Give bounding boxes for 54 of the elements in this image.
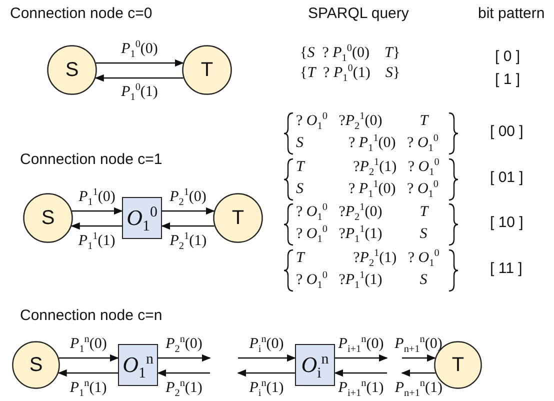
- arrow: [162, 207, 215, 215]
- edge-label: P$_{1}$$^{1}$(0): [78, 188, 116, 206]
- circle-node: S: [47, 45, 97, 95]
- bit-pattern-label: [ 10 ]: [490, 215, 524, 232]
- arrow: [335, 354, 388, 362]
- query-row: {S ? P$_{1}$$^{0}$(0) T}: [300, 45, 400, 62]
- arrow: [402, 354, 436, 362]
- heading: Connection node c=1: [20, 152, 162, 168]
- arrow: [157, 369, 210, 377]
- query-row: {T ? P$_{1}$$^{0}$(1) S}: [300, 65, 400, 82]
- edge-label: P$_{2}$$^{1}$(1): [170, 232, 207, 250]
- arrow: [70, 222, 122, 230]
- bit-pattern-label: [ 00 ]: [490, 124, 524, 140]
- edge-label: P$_{1}$$^{n}$(1): [70, 380, 107, 396]
- edge-label: P$_{i}$$^{n}$(1): [249, 380, 284, 396]
- edge-label: P$_{2}$$^{n}$(0): [166, 336, 202, 352]
- edge-label: P$_{2}$$^{n}$(1): [166, 380, 202, 396]
- edge-label: P$_{1}$$^{0}$(1): [121, 84, 158, 100]
- edge-label: P$_{1}$$^{1}$(1): [78, 232, 116, 250]
- arrow: [96, 59, 184, 67]
- bit-pattern-label: [ 11 ]: [490, 261, 522, 278]
- edge-label: P$_{n+1}$$^{n}$(1): [394, 380, 443, 396]
- arrow: [72, 207, 123, 215]
- heading: SPARQL query: [308, 6, 409, 22]
- arrow: [237, 369, 295, 377]
- query-row: ? O$_{1}$$^{0}$ ?P$_{1}$$^{1}$(1) S: [296, 226, 428, 242]
- circle-node: S: [12, 341, 60, 389]
- heading: Connection node c=n: [20, 308, 162, 324]
- edge-label: P$_{i+1}$$^{n}$(1): [338, 380, 384, 396]
- circle-node: T: [182, 45, 232, 95]
- circle-node: S: [23, 193, 73, 243]
- arrow: [58, 354, 119, 362]
- bit-pattern-label: [ 1 ]: [495, 72, 520, 88]
- query-row: ? O$_{1}$$^{0}$ ?P$_{2}$$^{1}$(0) T: [296, 204, 428, 220]
- bit-pattern-label: [ 01 ]: [490, 170, 524, 186]
- circle-node: T: [213, 193, 263, 243]
- arrow: [158, 354, 211, 362]
- query-row: ? O$_{1}$$^{0}$ ?P$_{1}$$^{1}$(1) S: [296, 272, 428, 288]
- arrow: [94, 74, 184, 82]
- bit-pattern-label: [ 0 ]: [495, 49, 520, 66]
- arrow: [161, 222, 214, 230]
- arrow: [238, 354, 296, 362]
- edge-label: P$_{2}$$^{1}$(0): [170, 188, 206, 206]
- edge-label: P$_{1}$$^{0}$(0): [121, 40, 158, 58]
- edge-label: P$_{i}$$^{n}$(0): [249, 336, 284, 352]
- arrow: [334, 369, 387, 377]
- heading: bit pattern: [478, 6, 545, 22]
- edge-label: P$_{1}$$^{n}$(0): [70, 336, 107, 352]
- arrow: [401, 369, 436, 377]
- query-row: ? O$_{1}$$^{0}$ ?P$_{2}$$^{1}$(0) T: [296, 113, 428, 130]
- edge-label: P$_{n+1}$$^{n}$(0): [394, 336, 442, 352]
- edge-label: P$_{i+1}$$^{n}$(0): [338, 336, 384, 352]
- heading: Connection node c=0: [10, 6, 152, 22]
- arrow: [58, 369, 118, 377]
